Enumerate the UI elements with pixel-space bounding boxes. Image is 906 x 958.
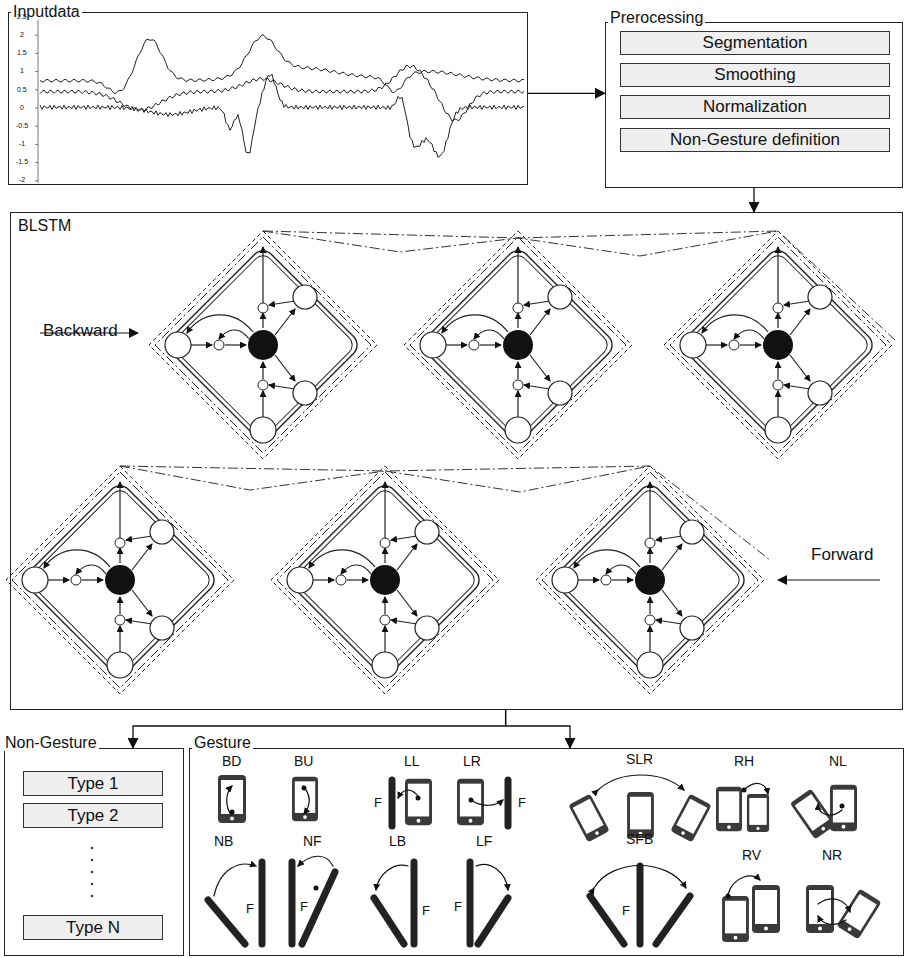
gesture-label: F [422, 904, 430, 918]
step-label: Type 2 [67, 806, 118, 826]
axis-tick: 0.5 [17, 86, 27, 93]
signal-chart [35, 16, 524, 183]
ellipsis-dots [91, 847, 93, 897]
gesture-label: F [518, 796, 526, 810]
step-box: Non-Gesture definition [620, 128, 890, 152]
flow-arrow [506, 710, 570, 748]
gesture-label: BU [294, 754, 313, 769]
axis-tick: 1 [20, 67, 24, 74]
axis-tick: 1.5 [17, 49, 27, 56]
gesture-label: SLR [626, 752, 653, 767]
gesture-label: BD [222, 754, 241, 769]
direction-arrow [778, 579, 880, 580]
step-box: Segmentation [620, 31, 890, 55]
step-label: Smoothing [714, 65, 795, 85]
gesture-label: F [246, 902, 254, 916]
step-box: Type 2 [23, 803, 163, 828]
axis-tick: -1 [19, 140, 25, 147]
gesture-icons [208, 856, 882, 944]
panel-box: Gesture [189, 748, 904, 956]
axis-tick: 2 [20, 31, 24, 38]
step-label: Normalization [703, 97, 807, 117]
recurrent-links [120, 231, 895, 560]
step-box: Type 1 [23, 771, 163, 796]
step-label: Segmentation [703, 33, 808, 53]
gesture-label: LB [389, 834, 406, 849]
panel-title: Gesture [192, 734, 253, 751]
gesture-label: NF [303, 834, 322, 849]
gesture-label: NR [822, 848, 842, 863]
panel-title: Non-Gesture [3, 734, 99, 751]
gesture-label: F [622, 904, 630, 918]
step-label: Type 1 [67, 774, 118, 794]
gesture-label: NB [214, 834, 233, 849]
gesture-icons [218, 775, 857, 842]
gesture-label: SFB [626, 832, 653, 847]
panel-box: BLSTM [10, 212, 903, 710]
lstm-cells [6, 231, 892, 694]
panel-title: BLSTM [16, 217, 73, 234]
panel-box: Non-GestureType 1Type 2Type N [4, 748, 184, 956]
gesture-label: RH [734, 754, 754, 769]
gesture-label: NL [829, 754, 847, 769]
gesture-label: F [374, 796, 382, 810]
gesture-label: RV [742, 848, 761, 863]
step-box: Type N [23, 915, 163, 940]
flow-arrow [528, 93, 605, 94]
step-label: Non-Gesture definition [670, 130, 840, 150]
step-label: Type N [66, 918, 120, 938]
step-box: Normalization [620, 95, 890, 119]
gesture-label: LF [476, 834, 492, 849]
gesture-label: LR [463, 754, 481, 769]
axis-tick: -0.5 [16, 122, 28, 129]
direction-label: Forward [811, 546, 873, 564]
gesture-label: LL [404, 754, 420, 769]
flow-arrow [133, 710, 506, 748]
panel-box: PrerocessingSegmentationSmoothingNormali… [605, 22, 903, 188]
panel-box: Inputdata [8, 12, 528, 185]
flow-arrow [753, 188, 754, 212]
axis-tick: -2 [19, 176, 25, 183]
gesture-label: F [454, 900, 462, 914]
direction-label: Backward [43, 322, 118, 340]
axis-tick: 2.5 [17, 13, 27, 20]
panel-title: Prerocessing [608, 9, 705, 26]
axis-tick: 0 [20, 104, 24, 111]
step-box: Smoothing [620, 63, 890, 87]
axis-tick: -1.5 [16, 158, 28, 165]
gesture-label: F [300, 900, 308, 914]
